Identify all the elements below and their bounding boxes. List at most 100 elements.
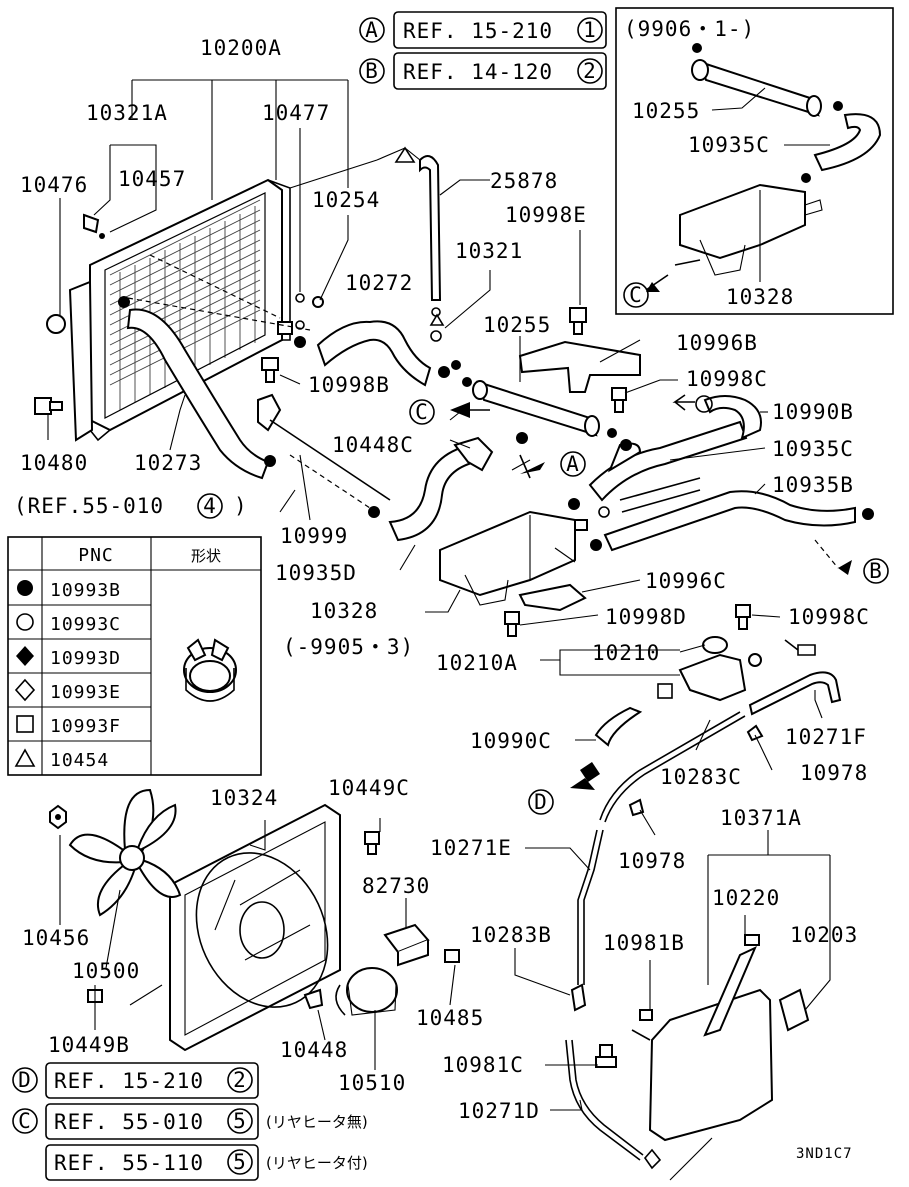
legend-clamp-icon [183, 638, 237, 702]
valve-10210 [678, 636, 762, 702]
heater-unit-10328 [439, 510, 588, 606]
label-10271F: 10271F [785, 725, 867, 749]
label-10324: 10324 [210, 786, 278, 810]
bolt-10485 [444, 949, 460, 963]
label-10999: 10999 [280, 524, 348, 548]
ref-text-b: REF. 14-120 [403, 60, 553, 84]
ref-letter-c-main: C [415, 400, 429, 424]
bolt-10998D [504, 611, 520, 637]
nut-10456 [49, 804, 67, 830]
tube-10271F [748, 671, 842, 716]
label-10271E: 10271E [430, 836, 512, 860]
open-circle-marker [598, 506, 610, 518]
inset-label-10935C: 10935C [688, 133, 770, 157]
ref-55-close: ) [234, 494, 248, 518]
pipe-10255 [462, 377, 617, 438]
radiator-dash-line-2 [149, 254, 281, 319]
label-10935D: 10935D [275, 561, 357, 585]
label-10935B: 10935B [772, 473, 854, 497]
label-10996B: 10996B [676, 331, 758, 355]
ref-bottom-note-1: (リヤヒータ無) [266, 1113, 368, 1131]
label-10272: 10272 [345, 271, 413, 295]
hose-10272 [294, 320, 450, 387]
diagram-code: 3ND1C7 [796, 1146, 853, 1162]
hose-10935B [603, 490, 874, 552]
label-10990C: 10990C [470, 729, 552, 753]
ref-55-num: 4 [203, 494, 217, 518]
part-cap-left [46, 314, 66, 334]
ref-circle-c-main: C [409, 399, 435, 425]
fan-motor [335, 967, 398, 1016]
legend-pnc-1: 10993C [50, 614, 121, 635]
label-10998B: 10998B [308, 373, 390, 397]
ref-letter-b: B [365, 59, 379, 83]
bolt-10998C-lower [735, 604, 751, 630]
ref-bottom-text-0: REF. 15-210 [54, 1069, 204, 1093]
label-10203: 10203 [790, 923, 858, 947]
label-10449B: 10449B [48, 1033, 130, 1057]
label-10510: 10510 [338, 1071, 406, 1095]
label-10328: 10328 [310, 599, 378, 623]
label-25878: 25878 [490, 169, 558, 193]
ref-letter-d-main: D [534, 790, 548, 814]
ref-box-rear-heater-bottom: REF. 55-110 5 (リヤヒータ付) [45, 1144, 368, 1181]
line-10283C [599, 711, 741, 821]
label-10500: 10500 [72, 959, 140, 983]
clamp-markers [451, 360, 632, 551]
ref-circle-d-main: D [528, 789, 554, 815]
part-10476 [83, 213, 105, 239]
clip-10448 [303, 988, 324, 1010]
line-10271E [577, 829, 598, 985]
ref-bottom-text-1: REF. 55-010 [54, 1110, 204, 1134]
ref-letter-b-main: B [869, 559, 883, 583]
hose-10990B [695, 395, 762, 440]
label-10998D: 10998D [605, 605, 687, 629]
ref-box-b: B REF. 14-120 2 [359, 52, 607, 90]
bolt-10998B [261, 357, 279, 383]
legend-symbol-filled-diamond [16, 646, 34, 666]
ref-circle-b-main: B [863, 558, 889, 584]
inset-label-10255: 10255 [632, 99, 700, 123]
legend-header-shape: 形状 [191, 547, 221, 565]
leader-lines [47, 79, 831, 1181]
legend-pnc-4: 10993F [50, 716, 121, 737]
label-10485: 10485 [416, 1006, 484, 1030]
fan-shroud [169, 803, 341, 1052]
bracket-10996C [518, 583, 587, 612]
ref-letter-c-inset: C [629, 283, 643, 307]
bolt-10998C [611, 387, 627, 413]
ref-bottom-letter-1: C [18, 1109, 32, 1133]
label-10210: 10210 [592, 641, 660, 665]
reservoir-tank [631, 934, 810, 1142]
label-10321A: 10321A [86, 101, 168, 125]
bolt-10998E [569, 307, 587, 335]
inset-label-10328: 10328 [726, 285, 794, 309]
label-10283B: 10283B [470, 923, 552, 947]
bracket-10996B [518, 340, 641, 393]
bolt-10981B [639, 1009, 653, 1021]
hose-10273 [126, 308, 276, 480]
ref-box-c-bottom: C REF. 55-010 5 (リヤヒータ無) [12, 1103, 368, 1140]
label-10255: 10255 [483, 313, 551, 337]
legend-pnc-2: 10993D [50, 648, 121, 669]
ref-bottom-text-2: REF. 55-110 [54, 1151, 204, 1175]
ref-bottom-num-0: 2 [233, 1068, 247, 1092]
ref-55-text: (REF.55-010 [14, 494, 164, 518]
ref-circle-a-main: A [560, 451, 586, 477]
hose-10990C [594, 706, 643, 747]
part-82730 [383, 923, 430, 967]
ref-bottom-num-1: 5 [233, 1109, 247, 1133]
ref-num-a: 1 [583, 18, 597, 42]
label-legacy-note: (-9905・3) [283, 635, 414, 659]
label-10981C: 10981C [442, 1053, 524, 1077]
label-10981B: 10981B [603, 931, 685, 955]
label-10273: 10273 [134, 451, 202, 475]
ref-bottom-num-2: 5 [233, 1150, 247, 1174]
arrow-b [838, 560, 852, 575]
ref-letter-a: A [365, 18, 379, 42]
part-labels: 10200A 10321A 10477 10476 10457 10254 25… [20, 36, 869, 1123]
ref-text-a: REF. 15-210 [403, 19, 553, 43]
ref-box-a: A REF. 15-210 1 [359, 11, 607, 49]
